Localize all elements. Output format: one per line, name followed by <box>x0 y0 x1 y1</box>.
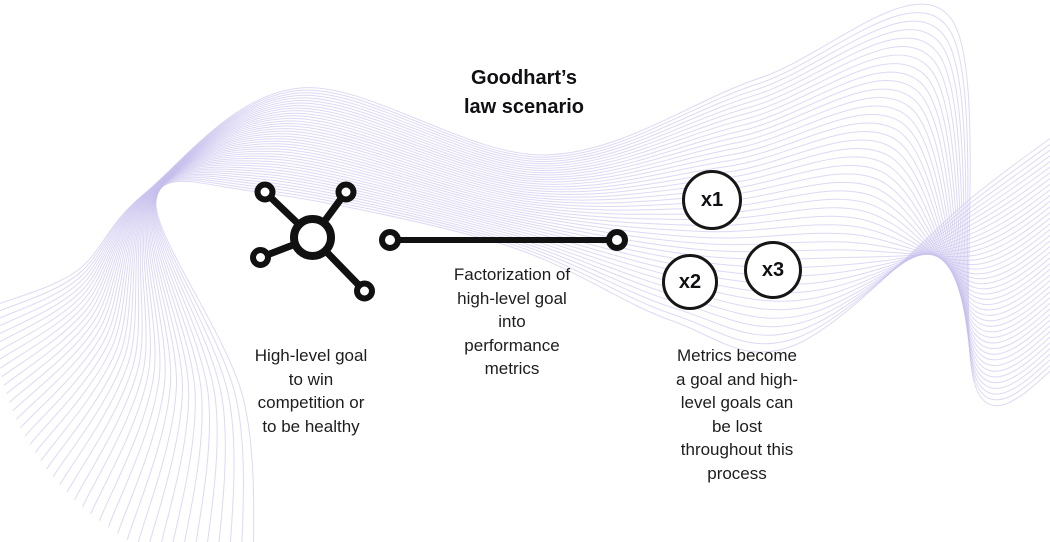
high-level-goal-caption: High-level goal to win competition or to… <box>254 346 368 436</box>
metric-label-x1: x1 <box>700 188 724 211</box>
metric-label-x2: x2 <box>678 270 702 293</box>
metric-circle-x3: x3 <box>744 241 802 299</box>
diagram-title: Goodhart’s law scenario <box>463 67 585 118</box>
network-hub-icon <box>250 181 375 302</box>
metric-circle-x2: x2 <box>662 254 718 310</box>
metric-circle-x1: x1 <box>682 170 742 230</box>
metrics-caption: Metrics become a goal and high- level go… <box>676 346 798 483</box>
factorization-line-icon <box>379 229 628 251</box>
metric-label-x3: x3 <box>761 258 785 281</box>
factorization-caption: Factorization of high-level goal into pe… <box>453 265 571 378</box>
